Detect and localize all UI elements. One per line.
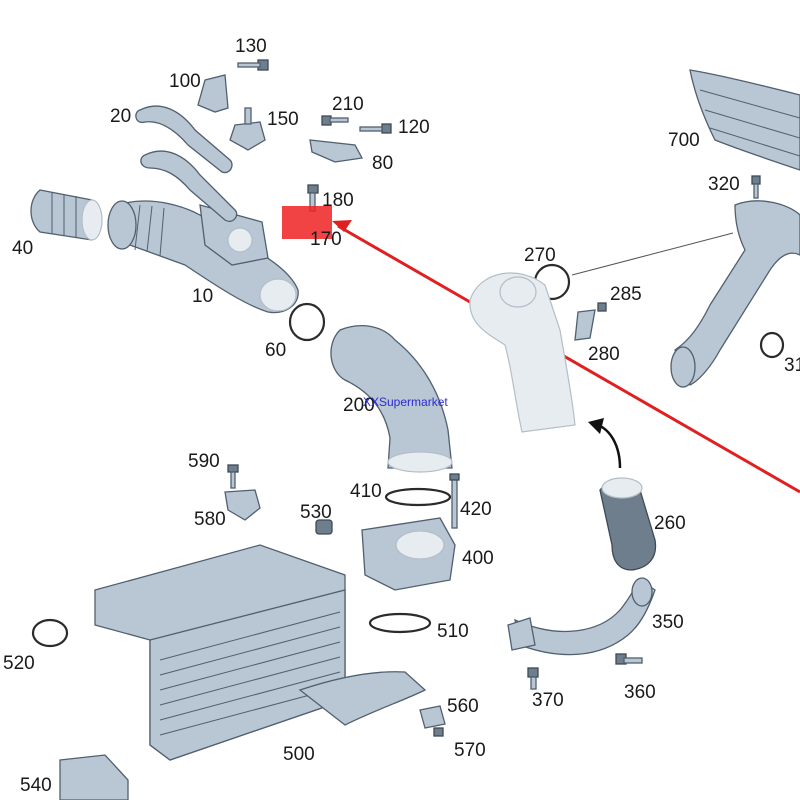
- callout-410: 410: [350, 481, 382, 502]
- part-150-sensor: [229, 107, 266, 151]
- part-130-bolt: [237, 59, 269, 71]
- callout-320: 320: [708, 174, 740, 195]
- callout-580: 580: [194, 509, 226, 530]
- part-370-bolt: [527, 667, 539, 690]
- part-200-elbow: [330, 325, 453, 473]
- pointer-arrow-head: [332, 220, 352, 232]
- flow-arrow-head: [588, 418, 604, 434]
- callout-10: 10: [192, 286, 213, 307]
- callout-500: 500: [283, 744, 315, 765]
- part-530-cap: [315, 519, 333, 535]
- callout-20: 20: [110, 106, 131, 127]
- callout-280: 280: [588, 344, 620, 365]
- part-570-bolt: [433, 727, 444, 737]
- callout-540: 540: [20, 775, 52, 796]
- callout-570: 570: [454, 740, 486, 761]
- part-10-intake-tube: [107, 200, 299, 314]
- flow-arrow: [597, 423, 622, 469]
- part-500-intercooler: [94, 544, 427, 761]
- part-700-duct: [689, 69, 800, 171]
- callout-150: 150: [267, 109, 299, 130]
- callout-370: 370: [532, 690, 564, 711]
- callout-590: 590: [188, 451, 220, 472]
- part-40-bellows: [30, 189, 103, 241]
- part-410-seal: [384, 487, 452, 507]
- turbocharger-ghost: [469, 272, 576, 433]
- callout-260: 260: [654, 513, 686, 534]
- callout-180: 180: [322, 190, 354, 211]
- callout-400: 400: [462, 548, 494, 569]
- part-280-bracket: [574, 309, 596, 341]
- part-540-bracket: [59, 754, 129, 800]
- part-31x-pipe: [670, 200, 800, 388]
- watermark-text: XXSupermarket: [363, 395, 448, 409]
- callout-100: 100: [169, 71, 201, 92]
- pointer-arrow-line: [337, 224, 800, 494]
- callout-560: 560: [447, 696, 479, 717]
- part-285-bolt: [597, 302, 607, 312]
- callout-510: 510: [437, 621, 469, 642]
- part-120-bolt: [359, 123, 392, 134]
- callout-60: 60: [265, 340, 286, 361]
- part-20-hose: [135, 105, 238, 222]
- callout-200: 200: [343, 395, 375, 416]
- callout-120: 120: [398, 117, 430, 138]
- callout-420: 420: [460, 499, 492, 520]
- callout-700: 700: [668, 130, 700, 151]
- part-350-pipe: [507, 577, 656, 656]
- part-400-valve-housing: [361, 517, 456, 591]
- leader-270-31x: [571, 232, 734, 276]
- callout-270: 270: [524, 245, 556, 266]
- part-260-hose: [599, 477, 657, 571]
- part-560-clip: [419, 705, 446, 729]
- callout-350: 350: [652, 612, 684, 633]
- part-520-seal: [31, 618, 69, 648]
- part-170-highlight: [282, 206, 332, 239]
- callout-80: 80: [372, 153, 393, 174]
- callout-530: 530: [300, 502, 332, 523]
- part-580-sensor: [224, 489, 261, 521]
- callout-40: 40: [12, 238, 33, 259]
- part-80-bracket: [309, 139, 364, 163]
- callout-520: 520: [3, 653, 35, 674]
- callout-360: 360: [624, 682, 656, 703]
- part-360-bolt: [615, 653, 643, 665]
- part-100-bracket: [197, 74, 229, 113]
- part-510-seal: [368, 612, 432, 634]
- callout-130: 130: [235, 36, 267, 57]
- part-60-seal: [288, 302, 326, 342]
- callout-31x: 31: [784, 355, 800, 376]
- part-420-stud: [449, 473, 460, 529]
- callout-285: 285: [610, 284, 642, 305]
- callout-170: 170: [310, 229, 342, 250]
- part-210-bolt: [321, 115, 349, 126]
- part-320-bolt: [751, 175, 761, 199]
- part-590-bolt: [227, 464, 239, 489]
- callout-210: 210: [332, 94, 364, 115]
